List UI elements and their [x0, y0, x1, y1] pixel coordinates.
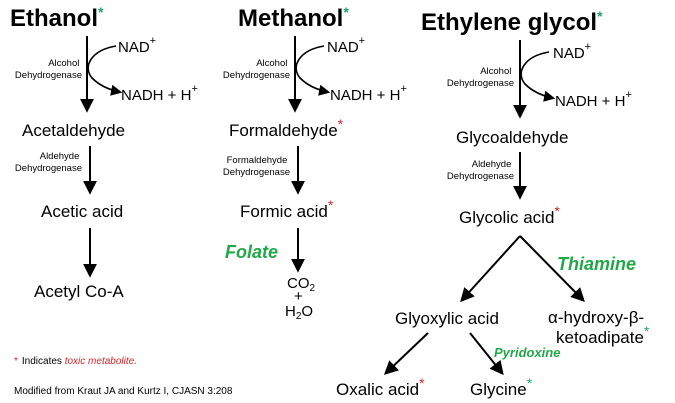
formic-acid: Formic acid* — [240, 197, 334, 221]
ethanol-enzyme-adh: Alcohol Dehydrogenase — [15, 58, 82, 81]
methanol-enzyme-adh: Alcohol Dehydrogenase — [223, 58, 290, 81]
ethanol-nadh: NADH + H+ — [121, 83, 198, 104]
glyoxylic-to-glycine-arrow — [469, 332, 504, 376]
acetyl-coa: Acetyl Co-A — [34, 282, 124, 301]
methanol-nad: NAD+ — [327, 35, 365, 56]
citation: Modified from Kraut JA and Kurtz I, CJAS… — [14, 386, 233, 397]
nontoxic-star: * — [527, 375, 533, 391]
toxic-star: * — [419, 375, 425, 391]
eg-cofactor-arrow — [520, 51, 556, 102]
h2o: H2O — [285, 303, 313, 322]
thiamine-label: Thiamine — [557, 254, 636, 274]
glyoxylic-acid: Glyoxylic acid — [395, 309, 499, 328]
ethanol-title: Ethanol* — [10, 4, 104, 32]
alpha-hydroxy-beta-ketoadipate: α-hydroxy-β- — [548, 308, 644, 327]
folate-label: Folate — [225, 242, 278, 262]
ethanol-pathway: Ethanol* NAD+ NADH + H+ Alcohol Dehydrog… — [10, 4, 198, 301]
ethanol-enzyme-aldh: Aldehyde Dehydrogenase — [15, 151, 82, 174]
nontoxic-star: * — [597, 8, 603, 24]
methanol-enzyme-formaldehyde-dh: Formaldehyde Dehydrogenase — [223, 155, 290, 178]
ethylene-glycol-pathway: Ethylene glycol* NAD+ NADH + H+ Alcohol … — [336, 8, 650, 399]
acetic-acid: Acetic acid — [41, 202, 123, 221]
toxic-star: * — [338, 116, 344, 132]
nontoxic-star: * — [343, 4, 349, 20]
eg-nad: NAD+ — [553, 41, 591, 62]
toxic-star: * — [554, 203, 560, 219]
glycine: Glycine* — [470, 375, 533, 399]
ketoadipate-line: ketoadipate* — [556, 323, 650, 347]
eg-enzyme-aldh: Aldehyde Dehydrogenase — [447, 159, 514, 182]
nontoxic-star: * — [644, 323, 650, 339]
ethanol-nad: NAD+ — [118, 35, 156, 56]
glycolic-acid: Glycolic acid* — [459, 203, 560, 227]
acetaldehyde: Acetaldehyde — [22, 121, 125, 140]
nontoxic-star: * — [98, 4, 104, 20]
methanol-nadh: NADH + H+ — [330, 83, 407, 104]
eg-enzyme-adh: Alcohol Dehydrogenase — [447, 66, 514, 89]
formaldehyde: Formaldehyde* — [229, 116, 344, 140]
toxic-star: * — [14, 356, 18, 367]
ethanol-cofactor-arrow — [87, 45, 123, 96]
glyoxylic-to-oxalic-arrow — [383, 332, 429, 375]
methanol-cofactor-arrow — [295, 45, 331, 96]
methanol-pathway: Methanol* NAD+ NADH + H+ Alcohol Dehydro… — [223, 4, 407, 322]
co2: CO2 — [287, 275, 316, 294]
glycoaldehyde: Glycoaldehyde — [456, 128, 568, 147]
ethylene-glycol-title: Ethylene glycol* — [421, 8, 603, 36]
pyridoxine-label: Pyridoxine — [494, 345, 560, 360]
eg-nadh: NADH + H+ — [555, 89, 632, 110]
oxalic-acid: Oxalic acid* — [336, 375, 425, 399]
glycolic-to-glyoxylic-arrow — [460, 235, 521, 303]
toxic-footnote: *Indicates toxic metabolite. — [14, 356, 137, 367]
footnotes: *Indicates toxic metabolite. Modified fr… — [14, 356, 233, 397]
plus-sign: + — [294, 288, 303, 305]
glycolic-to-ahk-arrow — [519, 235, 585, 302]
methanol-title: Methanol* — [238, 4, 349, 32]
toxic-star: * — [328, 197, 334, 213]
